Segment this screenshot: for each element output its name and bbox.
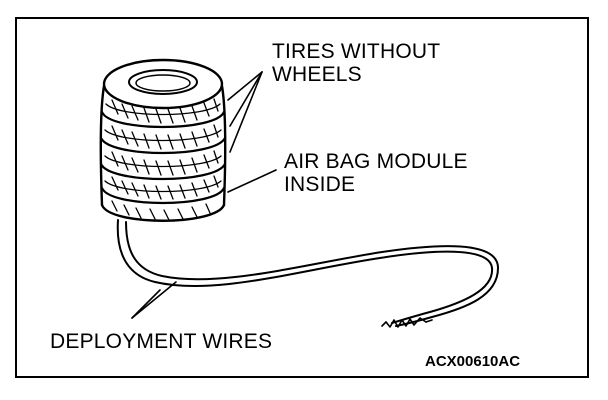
leader-tires-c [229,71,263,153]
top-tire-outer [102,58,224,110]
label-module-line1: AIR BAG MODULE [284,150,468,173]
tire-seam-3 [99,162,227,181]
label-tires-line2: WHEELS [272,63,362,86]
label-tires-line1: TIRES WITHOUT [272,40,441,63]
tire-seam-4 [100,186,226,205]
wire-strand-inner [125,221,499,327]
leader-wires-b [131,281,177,319]
deployment-wires [116,219,499,328]
leader-lines [131,71,277,319]
tire-seam-1 [100,110,226,129]
tread-pattern [104,98,222,221]
leader-tires-a [227,71,263,101]
leader-module [227,169,277,193]
tire-stack [99,58,227,222]
tire-seam-2 [99,136,227,155]
label-module-line2: INSIDE [284,173,356,196]
leader-tires-b [229,71,263,127]
top-tire-inner [128,69,198,95]
stack-bottom [100,203,226,222]
figure-code: ACX00610AC [425,353,521,370]
figure-frame [15,17,589,378]
wire-twisted-end [385,317,427,328]
wire-strand-outer [116,219,494,324]
label-deployment-wires: DEPLOYMENT WIRES [50,330,273,353]
